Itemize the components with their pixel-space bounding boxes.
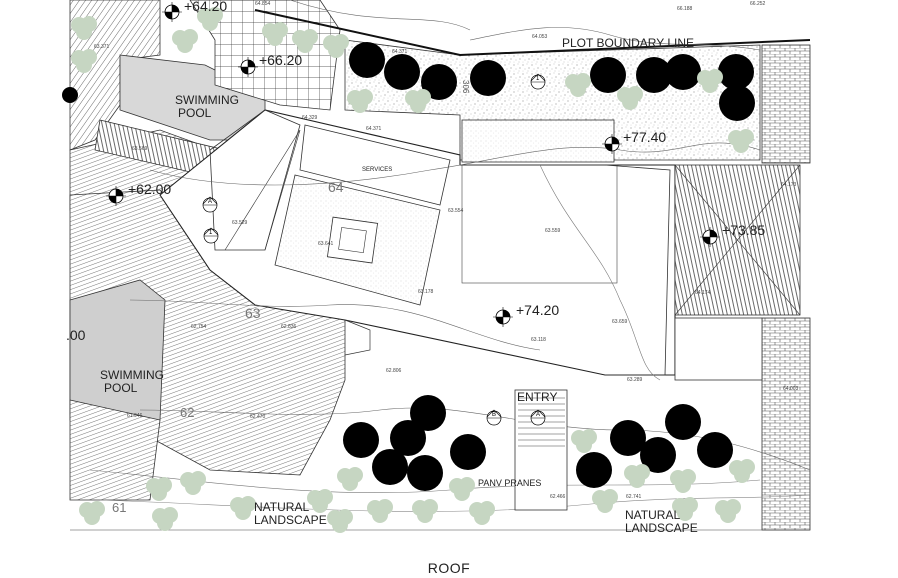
- contour-line-5: [129, 299, 541, 351]
- contour-number-61: 61: [112, 500, 126, 515]
- right-deck-diag-2: [674, 164, 801, 316]
- level-label-66-20: +66.20: [259, 52, 302, 68]
- drawing-caption: ROOF: [427, 560, 471, 576]
- spot-height: 64.173: [781, 182, 797, 188]
- spot-height: 63.289: [627, 377, 643, 383]
- spot-height: 66.252: [750, 1, 766, 7]
- swimming-pool-bottom-label-2: POOL: [104, 381, 138, 395]
- spot-height: 62.754: [191, 324, 207, 330]
- entry-stair: [514, 389, 568, 511]
- section-ref: 1: [536, 76, 540, 82]
- plot-boundary-line: [254, 9, 811, 57]
- section-ref: A: [536, 412, 540, 418]
- section-ref: B: [492, 412, 496, 418]
- section-ref: A: [208, 199, 212, 205]
- spot-height: 64.854: [255, 1, 271, 7]
- level-label-62-00: +62.00: [128, 181, 171, 197]
- contour-number-64: 64: [328, 179, 344, 195]
- roof-diagonal-1: [224, 129, 301, 251]
- spot-height: 63.529: [232, 220, 248, 226]
- spot-height: 64.371: [392, 49, 408, 55]
- contour-line-8: [99, 494, 811, 512]
- level-label-77-40: +77.40: [623, 129, 666, 145]
- spot-height: 64.003: [783, 386, 799, 392]
- spot-height: 63.118: [531, 337, 546, 343]
- natural-landscape-right-label-1: NATURAL: [625, 508, 680, 522]
- contour-line-3: [539, 164, 661, 381]
- contour-number-306: 306: [461, 80, 470, 94]
- spot-height: 64.174: [695, 290, 711, 296]
- services-label: SERVICES: [362, 167, 392, 173]
- roof-right-panel: [604, 164, 671, 376]
- spot-height: 63.659: [612, 319, 628, 325]
- level-label-00: .00: [66, 327, 86, 343]
- section-ref: 1: [209, 230, 213, 236]
- brick-strip-bottom: [761, 317, 811, 531]
- spot-height: 64.329: [302, 115, 318, 121]
- spot-height: 64.053: [532, 34, 548, 40]
- swimming-pool-bottom: [69, 279, 166, 421]
- spot-height: 62.806: [386, 368, 402, 374]
- swimming-pool-top-label-2: POOL: [178, 106, 212, 120]
- level-marker-1: [161, 1, 183, 23]
- swimming-pool-bottom-label-1: SWIMMING: [100, 368, 164, 382]
- panv-pranes-label: PANV PRANES: [478, 478, 541, 488]
- lower-building-outline: [344, 319, 371, 356]
- spot-height: 63.559: [545, 228, 561, 234]
- spot-height: 63.371: [94, 44, 110, 50]
- spot-height: 63.641: [318, 241, 334, 247]
- contour-line-4: [149, 142, 761, 186]
- roof-box-center: [461, 164, 618, 284]
- spot-height: 62.836: [281, 324, 297, 330]
- contour-line-1: [289, 0, 471, 31]
- grid-terrace: [189, 0, 341, 111]
- spot-height: 66.188: [677, 6, 693, 12]
- spot-height: 64.371: [366, 126, 382, 132]
- plan-drawing: [62, 0, 811, 533]
- roof-inner-outline: [299, 124, 451, 206]
- spot-height: 63.178: [418, 289, 434, 295]
- plan-labels: PLOT BOUNDARY LINE SWIMMING POOL SWIMMIN…: [66, 0, 799, 535]
- spot-height: 63.569: [132, 146, 148, 152]
- spot-height: 61.946: [127, 413, 143, 419]
- brick-strip-top: [761, 44, 811, 164]
- entry-label: ENTRY: [517, 390, 557, 404]
- right-landing: [674, 317, 763, 381]
- upper-roof-box: [461, 119, 615, 163]
- skylight-inner: [338, 227, 367, 254]
- contour-number-62: 62: [180, 405, 194, 420]
- contour-line-2: [469, 27, 761, 51]
- spot-height: 62.466: [550, 494, 566, 500]
- level-label-64-20: +64.20: [184, 0, 227, 14]
- spot-height: 62.470: [250, 414, 266, 420]
- entry-stair-treads: [518, 397, 565, 447]
- roof-diagonal-2: [264, 129, 301, 251]
- spot-height: 63.554: [448, 208, 464, 214]
- level-label-73-85: +73.85: [722, 222, 765, 238]
- level-label-74-20: +74.20: [516, 302, 559, 318]
- natural-landscape-left-label-1: NATURAL: [254, 500, 309, 514]
- contour-number-63: 63: [245, 305, 261, 321]
- natural-landscape-right-label-2: LANDSCAPE: [625, 521, 698, 535]
- natural-landscape-left-label-2: LANDSCAPE: [254, 513, 327, 527]
- black-trees: [62, 42, 755, 491]
- swimming-pool-top-label-1: SWIMMING: [175, 93, 239, 107]
- plot-boundary-label: PLOT BOUNDARY LINE: [562, 36, 694, 50]
- spot-height: 62.741: [626, 494, 642, 500]
